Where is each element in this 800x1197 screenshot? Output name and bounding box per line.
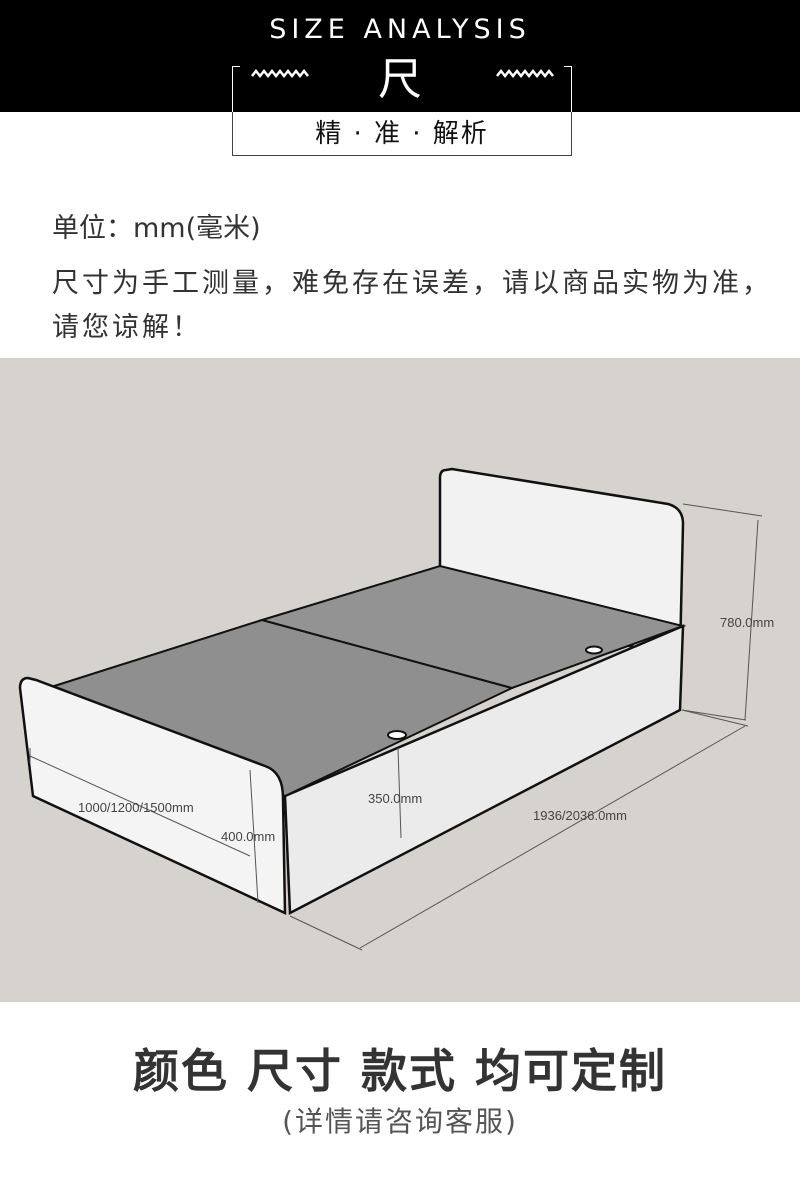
title-subtitle: 精 · 准 · 解析 xyxy=(315,119,489,149)
dimension-lines xyxy=(29,503,763,951)
footboard-height-label: 400.0mm xyxy=(221,829,276,844)
unit-text: 单位：mm(毫米) xyxy=(52,213,261,244)
customization-subtitle: (详情请咨询客服) xyxy=(282,1105,518,1138)
title-chinese: 尺寸 xyxy=(358,54,462,161)
length-dimension-label: 1936/2036.0mm xyxy=(533,808,627,823)
title-english: SIZE ANALYSIS xyxy=(269,14,531,45)
title-frame-top-left xyxy=(232,66,240,67)
mattress-right xyxy=(258,564,687,690)
frame-height-label: 350.0mm xyxy=(368,791,423,806)
bed-drawing xyxy=(18,467,763,951)
customization-title: 颜色 尺寸 款式 均可定制 xyxy=(132,1044,668,1098)
lift-hole-front xyxy=(387,730,407,740)
title-frame-left xyxy=(232,66,233,112)
squiggle-left-icon xyxy=(251,68,309,79)
title-frame-top-right xyxy=(564,66,572,67)
bed-diagram: 1000/1200/1500mm 400.0mm 350.0mm 1936/20… xyxy=(0,358,800,1002)
title-frame-right xyxy=(571,66,572,112)
header-band xyxy=(0,0,800,112)
width-dimension-label: 1000/1200/1500mm xyxy=(78,800,194,815)
bed-base-side xyxy=(283,624,685,916)
squiggle-right-icon xyxy=(496,68,554,79)
footboard xyxy=(18,676,287,915)
headboard-height-label: 780.0mm xyxy=(720,615,775,630)
measurement-note: 尺寸为手工测量，难免存在误差，请以商品实物为准，请您谅解！ xyxy=(52,268,772,343)
lift-hole-back xyxy=(585,645,603,655)
